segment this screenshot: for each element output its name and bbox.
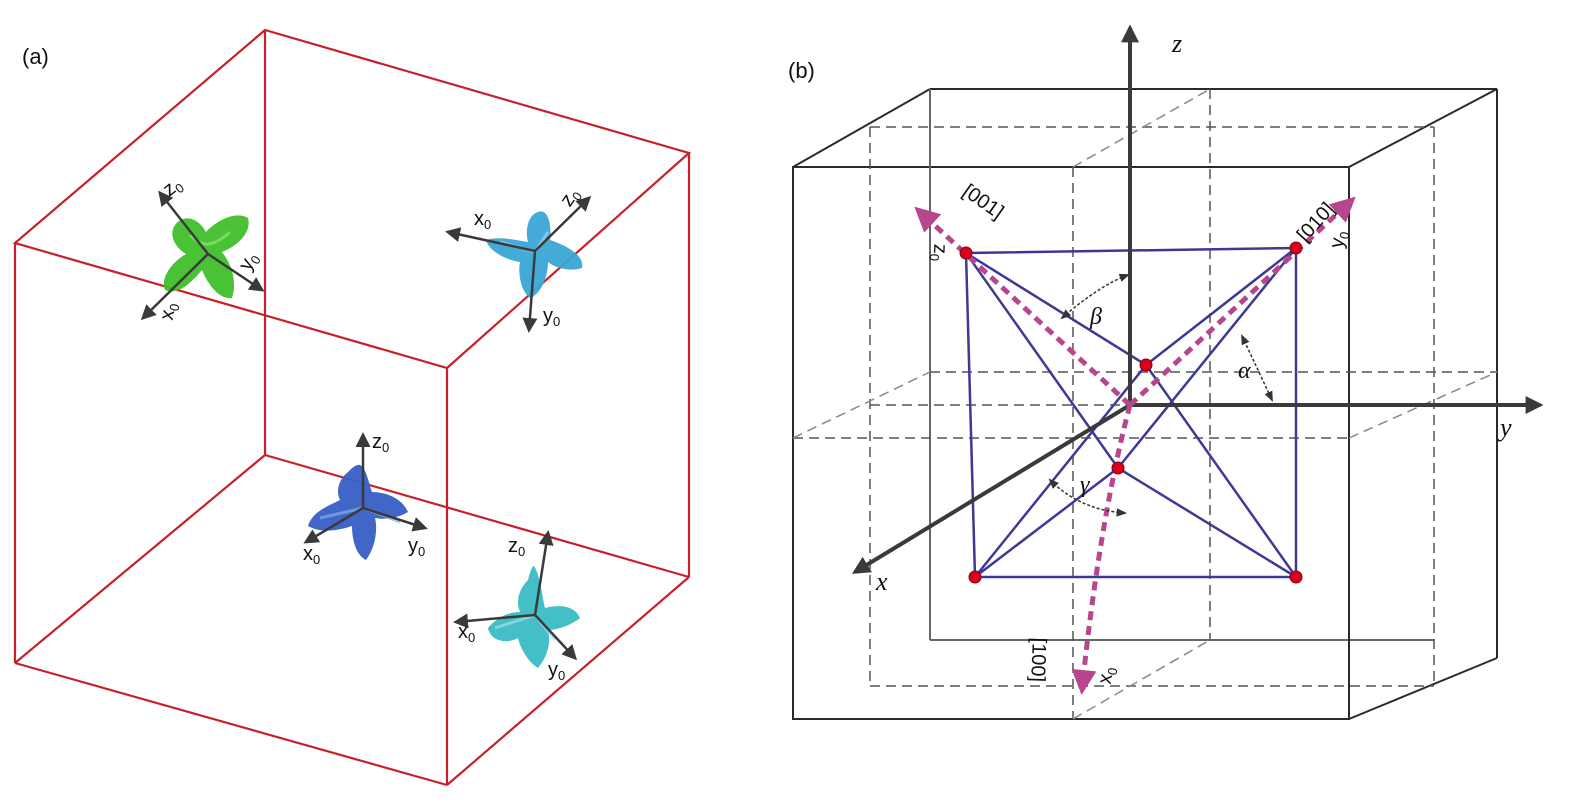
- cube-wireframe: [12, 28, 692, 787]
- grain-lb-x-label: x0: [474, 208, 491, 232]
- vertex: [1289, 241, 1303, 255]
- vertex: [1289, 570, 1303, 584]
- vertex: [968, 570, 982, 584]
- grain-cy-x-label: x0: [458, 621, 475, 645]
- axis-arrow-y0: [534, 614, 578, 661]
- panel-a: (a) z0 y0 x0: [12, 28, 692, 787]
- local-axes: [914, 196, 1356, 695]
- grain-lb-y-label: y0: [543, 305, 560, 329]
- outer-box: [792, 88, 1498, 720]
- x0-direction-arrow: [1071, 404, 1133, 695]
- grain-dark-blue: z0 x0 y0: [303, 431, 428, 567]
- z-axis-label: z: [1171, 29, 1182, 58]
- vertex: [1139, 358, 1153, 372]
- axis-arrow-y0: [207, 252, 265, 292]
- z0-direction-arrow: [914, 206, 1132, 407]
- axis-arrow-z0: [158, 190, 209, 255]
- grain-cyan-shape: [488, 566, 580, 668]
- vertex: [1111, 461, 1125, 475]
- axis-arrow-x0: [445, 227, 536, 253]
- local-x0-label: x0: [1094, 665, 1121, 686]
- axis-arrow-z0: [533, 530, 554, 616]
- panel-a-label: (a): [22, 44, 49, 69]
- direction-100-label: [100]: [1026, 637, 1050, 682]
- grain-light-blue: x0 z0 y0: [445, 189, 592, 333]
- local-y0-label: y0: [1326, 229, 1353, 250]
- gamma-label: γ: [1080, 472, 1090, 498]
- y-axis-label: y: [1497, 413, 1512, 442]
- local-z0-label: z0: [927, 243, 952, 261]
- alpha-label: α: [1238, 358, 1251, 384]
- beta-label: β: [1089, 304, 1102, 330]
- direction-001-label: [001]: [958, 180, 1007, 224]
- grain-cy-y-label: y0: [548, 659, 565, 683]
- gamma-arc: [1048, 478, 1128, 517]
- axis-arrow-y0: [522, 250, 538, 333]
- panel-b: (b): [788, 24, 1544, 720]
- grain-cyan: z0 x0 y0: [453, 530, 580, 683]
- y0-direction-arrow: [1128, 196, 1356, 407]
- grain-green-x-label: x0: [156, 301, 183, 322]
- x-axis-label: x: [875, 567, 888, 596]
- x-axis-arrow: [851, 403, 1132, 574]
- octahedron-vertices: [959, 241, 1303, 584]
- axis-arrow-x0: [303, 506, 364, 544]
- alpha-arc: [1241, 334, 1273, 402]
- grain-green: z0 y0 x0: [140, 177, 265, 322]
- axis-arrow-y0: [362, 506, 428, 532]
- axis-arrow-x0: [453, 613, 536, 629]
- vertex: [959, 246, 973, 260]
- global-axes: z y x: [851, 24, 1544, 596]
- grain-db-x-label: x0: [303, 543, 320, 567]
- grain-db-y-label: y0: [408, 535, 425, 559]
- grain-green-y-label: y0: [234, 249, 263, 276]
- angle-arcs: [1048, 273, 1273, 517]
- panel-b-label: (b): [788, 58, 815, 83]
- grain-cy-z-label: z0: [508, 535, 525, 559]
- axis-arrow-z0: [534, 195, 592, 252]
- grain-db-z-label: z0: [372, 431, 389, 455]
- axis-arrow-x0: [140, 253, 209, 321]
